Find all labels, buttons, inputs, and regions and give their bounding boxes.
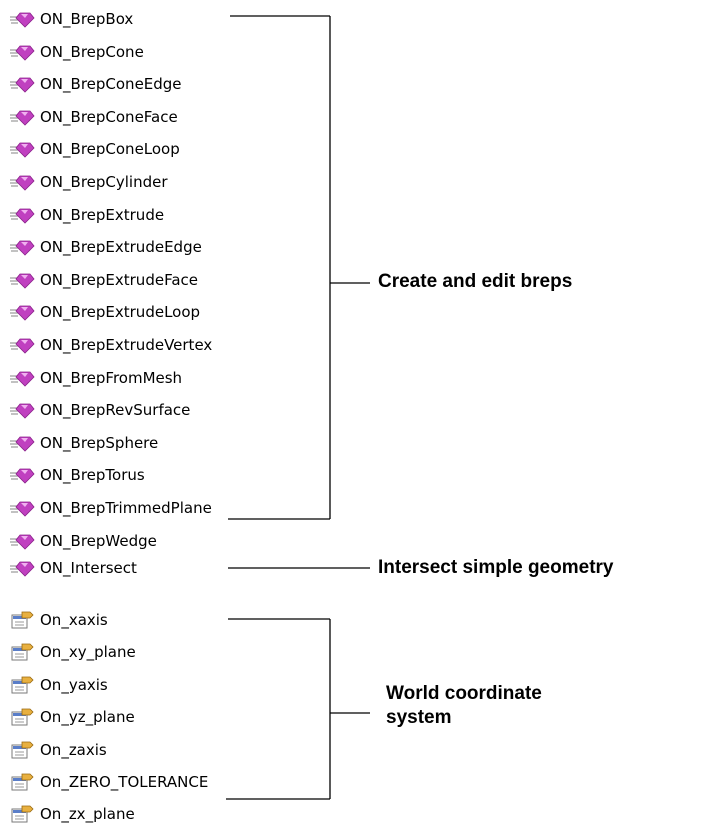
variable-icon xyxy=(8,675,38,695)
tree-item[interactable]: ON_BrepExtrudeEdge xyxy=(8,236,202,258)
variable-icon xyxy=(8,610,38,630)
function-icon xyxy=(8,302,38,322)
tree-item-label: On_ZERO_TOLERANCE xyxy=(40,773,209,791)
function-icon xyxy=(8,172,38,192)
tree-item-label: On_xaxis xyxy=(40,611,108,629)
variable-icon xyxy=(8,707,38,727)
tree-item-label: ON_BrepConeLoop xyxy=(40,140,180,159)
function-icon xyxy=(8,498,38,518)
tree-item[interactable]: ON_BrepBox xyxy=(8,8,133,30)
function-icon xyxy=(8,465,38,485)
function-icon xyxy=(8,9,38,29)
function-icon xyxy=(8,400,38,420)
group-label-line: system xyxy=(386,707,452,728)
tree-item[interactable]: ON_BrepTrimmedPlane xyxy=(8,497,212,519)
tree-item[interactable]: ON_BrepExtrudeLoop xyxy=(8,301,200,323)
tree-item-label: ON_BrepConeFace xyxy=(40,107,178,126)
tree-item[interactable]: ON_BrepCone xyxy=(8,41,144,63)
function-icon xyxy=(8,335,38,355)
function-icon xyxy=(8,558,38,578)
tree-item[interactable]: ON_BrepExtrude xyxy=(8,204,164,226)
tree-item-label: ON_BrepConeEdge xyxy=(40,75,182,94)
function-icon xyxy=(8,42,38,62)
tree-item-label: ON_BrepExtrudeVertex xyxy=(40,336,213,354)
tree-item[interactable]: ON_BrepRevSurface xyxy=(8,399,190,421)
tree-item[interactable]: ON_BrepSphere xyxy=(8,432,158,454)
tree-item-label: ON_Intersect xyxy=(40,559,137,577)
tree-item-label: ON_BrepExtrudeEdge xyxy=(40,238,202,257)
tree-item-label: ON_BrepTorus xyxy=(40,466,145,485)
tree-item-label: ON_BrepBox xyxy=(40,10,134,28)
tree-item-label: ON_BrepExtrudeFace xyxy=(40,270,198,289)
tree-item-label: On_yz_plane xyxy=(40,708,135,727)
tree-item[interactable]: ON_BrepConeLoop xyxy=(8,138,180,160)
tree-item-label: ON_BrepCone xyxy=(40,42,144,61)
tree-item-label: ON_BrepWedge xyxy=(40,531,157,550)
tree-item[interactable]: On_yz_plane xyxy=(8,706,135,728)
function-icon xyxy=(8,433,38,453)
variable-icon xyxy=(8,740,38,760)
variable-icon xyxy=(8,772,38,792)
tree-item[interactable]: ON_BrepWedge xyxy=(8,530,157,552)
function-icon xyxy=(8,270,38,290)
tree-item-label: ON_BrepExtrude xyxy=(40,205,165,224)
function-icon xyxy=(8,205,38,225)
tree-item[interactable]: On_yaxis xyxy=(8,674,108,696)
tree-item[interactable]: ON_BrepCylinder xyxy=(8,171,168,193)
tree-item-label: On_xy_plane xyxy=(40,643,136,662)
group-label-line: World coordinate xyxy=(386,683,542,704)
tree-item[interactable]: ON_BrepExtrudeVertex xyxy=(8,334,212,356)
tree-item[interactable]: ON_BrepExtrudeFace xyxy=(8,269,198,291)
function-icon xyxy=(8,107,38,127)
tree-item[interactable]: ON_BrepTorus xyxy=(8,464,145,486)
tree-item[interactable]: On_xy_plane xyxy=(8,641,136,663)
tree-item[interactable]: On_zaxis xyxy=(8,739,107,761)
variable-icon xyxy=(8,642,38,662)
tree-item[interactable]: ON_BrepConeEdge xyxy=(8,73,182,95)
tree-item-label: ON_BrepExtrudeLoop xyxy=(40,303,201,322)
function-icon xyxy=(8,74,38,94)
tree-item[interactable]: ON_BrepConeFace xyxy=(8,106,178,128)
function-icon xyxy=(8,368,38,388)
tree-item-label: On_yaxis xyxy=(40,675,108,694)
tree-item-label: ON_BrepFromMesh xyxy=(40,368,183,387)
tree-item[interactable]: On_xaxis xyxy=(8,609,108,631)
tree-item[interactable]: ON_Intersect xyxy=(8,557,137,579)
group-label: Create and edit breps xyxy=(378,271,573,292)
tree-item-label: ON_BrepTrimmedPlane xyxy=(40,499,212,517)
function-icon xyxy=(8,237,38,257)
tree-item[interactable]: On_ZERO_TOLERANCE xyxy=(8,771,208,793)
function-icon xyxy=(8,139,38,159)
tree-item-label: On_zaxis xyxy=(40,740,107,759)
group-label: Intersect simple geometry xyxy=(378,557,614,578)
tree-item[interactable]: ON_BrepFromMesh xyxy=(8,367,182,389)
function-icon xyxy=(8,531,38,551)
tree-item-label: ON_BrepSphere xyxy=(40,433,159,452)
tree-item-label: ON_BrepRevSurface xyxy=(40,401,191,420)
tree-item-label: ON_BrepCylinder xyxy=(40,173,168,191)
group-label: World coordinate system xyxy=(386,682,542,730)
